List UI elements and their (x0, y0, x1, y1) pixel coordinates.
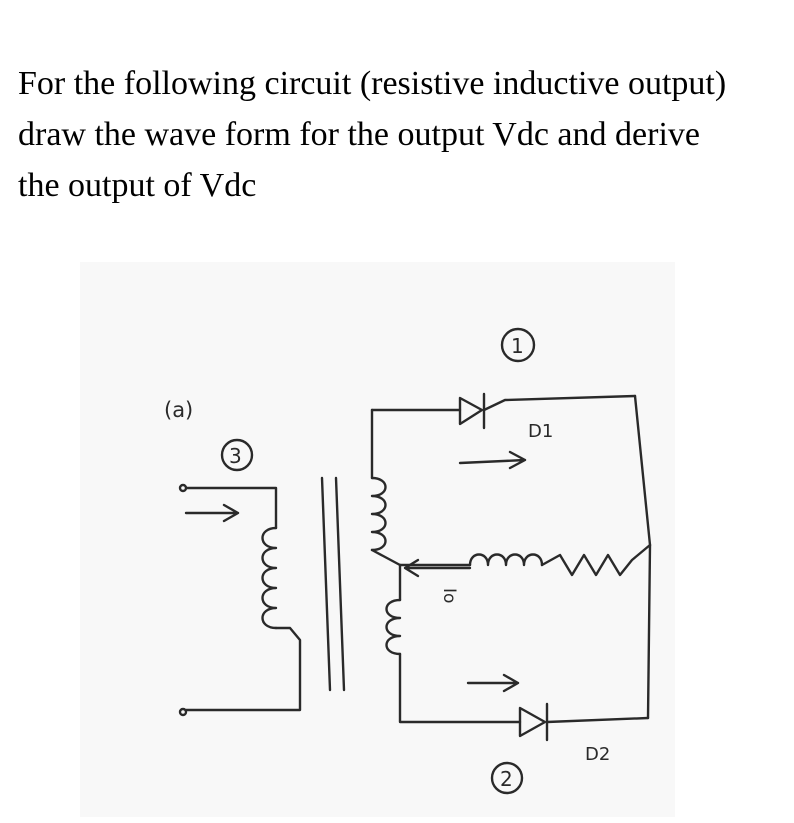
primary-current-arrow (184, 503, 240, 523)
top-branch: D1 (370, 392, 637, 470)
secondary-winding (370, 408, 522, 724)
transformer-core (320, 476, 346, 692)
node-1-marker: 1 (500, 327, 536, 363)
load-current-label: Io (439, 588, 459, 603)
load-branch: Io (398, 543, 652, 603)
node-2-marker: 2 (490, 761, 524, 795)
load-current-arrow (403, 558, 472, 578)
node-3-marker: 3 (220, 438, 254, 472)
d1-current-arrow (458, 450, 527, 470)
diode-d2-label: D2 (585, 744, 610, 765)
question-text: For the following circuit (resistive ind… (18, 65, 727, 204)
primary-winding (178, 483, 302, 717)
part-label: (a) (164, 398, 193, 422)
bottom-branch: D2 (466, 673, 650, 765)
node-3-label: 3 (229, 444, 242, 468)
diode-d1-label: D1 (528, 421, 553, 442)
d2-current-arrow (466, 673, 520, 693)
node-2-label: 2 (500, 767, 513, 791)
node-1-label: 1 (511, 334, 524, 358)
scan-background (80, 262, 675, 817)
